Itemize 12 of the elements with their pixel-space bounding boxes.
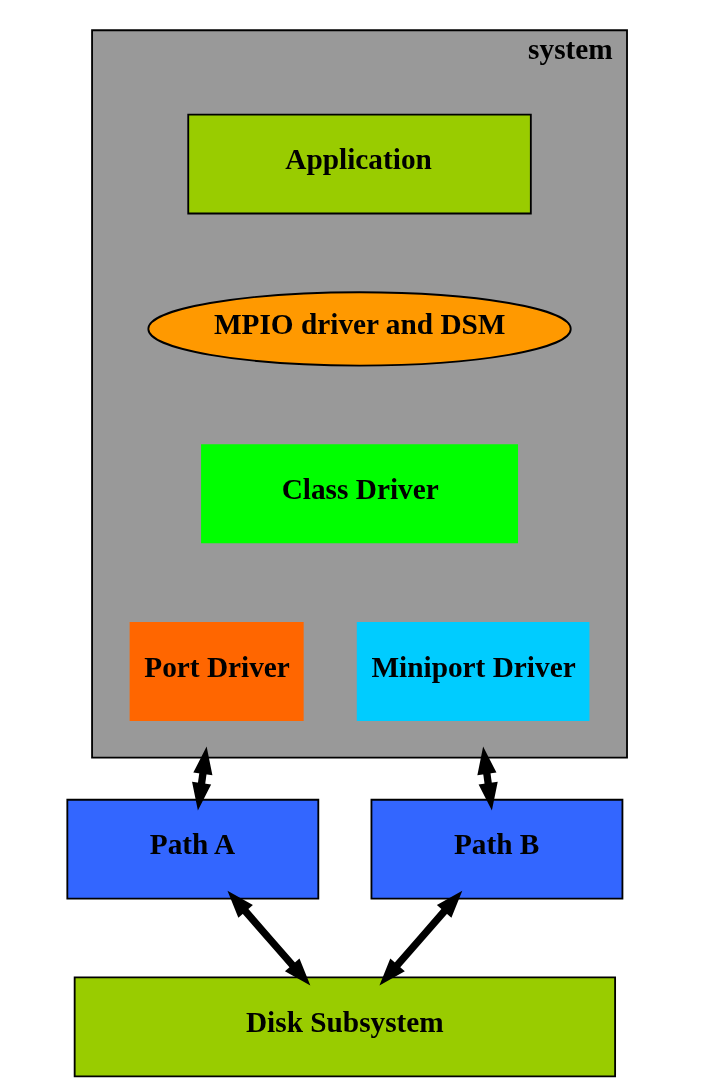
node-box: Class Driver bbox=[201, 444, 518, 544]
node-box: Path B bbox=[370, 798, 624, 900]
node-box: Miniport Driver bbox=[356, 622, 590, 721]
node-box: Path A bbox=[66, 798, 320, 900]
arrow bbox=[477, 746, 498, 811]
node-box: Application bbox=[187, 113, 532, 215]
arrow bbox=[227, 890, 311, 986]
node-box: Port Driver bbox=[129, 622, 304, 721]
node-ellipse: MPIO driver and DSM bbox=[147, 291, 572, 367]
arrow bbox=[379, 890, 463, 986]
arrow bbox=[192, 746, 213, 811]
node-box: Disk Subsystem bbox=[73, 976, 617, 1078]
